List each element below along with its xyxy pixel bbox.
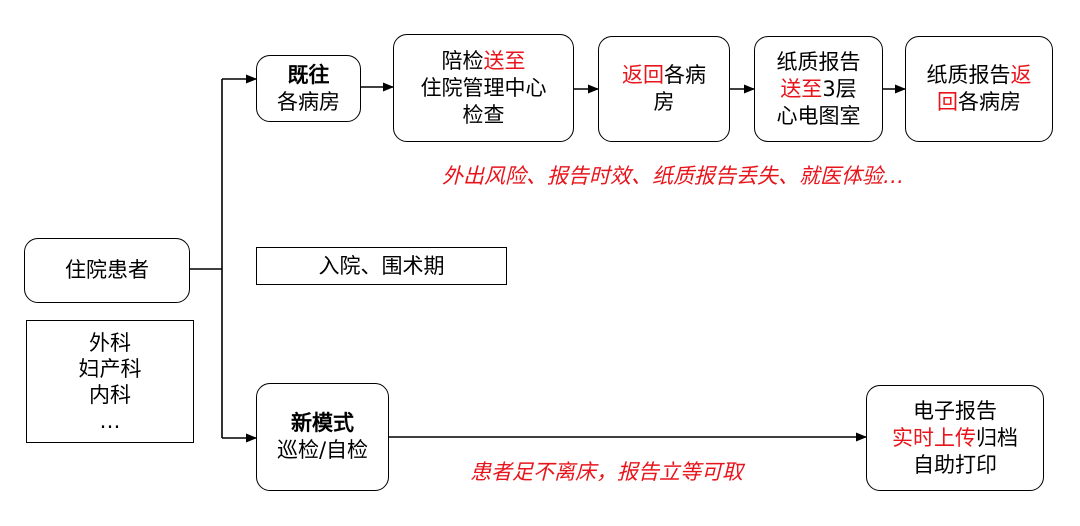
floor-text: 3层 xyxy=(822,76,857,101)
escort-exam-line1: 陪检送至 xyxy=(442,48,526,75)
paper-report-return-line2: 回各病房 xyxy=(937,89,1021,116)
paper-report-send-line3: 心电图室 xyxy=(776,103,861,128)
return-text: 返回 xyxy=(622,63,664,87)
electronic-report-line3: 自助打印 xyxy=(913,452,997,477)
return-ward-line1: 返回各病 xyxy=(622,62,706,89)
paper-report-send-line2: 送至3层 xyxy=(780,76,856,103)
electronic-report-line1: 电子报告 xyxy=(913,398,997,423)
return-ward-box: 返回各病 房 xyxy=(598,36,730,142)
return-ward-line2: 房 xyxy=(653,90,675,114)
escort-exam-box: 陪检送至 住院管理中心 检查 xyxy=(393,34,574,142)
old-mode-problems-note: 外出风险、报告时效、纸质报告丢失、就医体验… xyxy=(442,164,904,188)
paper-report-send-box: 纸质报告 送至3层 心电图室 xyxy=(754,36,883,142)
new-mode-box: 新模式 巡检/自检 xyxy=(256,383,389,491)
new-mode-benefit-note: 患者足不离床，报告立等可取 xyxy=(470,460,743,484)
paper-report-return-box: 纸质报告返 回各病房 xyxy=(905,36,1053,142)
inpatient-label: 住院患者 xyxy=(65,258,149,282)
departments-box: 外科 妇产科 内科 … xyxy=(26,320,194,443)
department-obstetrics: 妇产科 xyxy=(78,356,142,381)
electronic-report-line2: 实时上传归档 xyxy=(892,425,1018,452)
paper-report-send-line1: 纸质报告 xyxy=(776,49,861,74)
old-mode-box: 既往 各病房 xyxy=(256,55,361,122)
send-to-ecg-text: 送至 xyxy=(780,76,823,101)
old-mode-title: 既往 xyxy=(287,62,330,87)
escort-text: 陪检 xyxy=(441,48,484,73)
archive-text: 归档 xyxy=(976,425,1018,450)
send-to-text: 送至 xyxy=(483,48,526,73)
new-mode-subtitle: 巡检/自检 xyxy=(276,438,369,462)
department-surgery: 外科 xyxy=(89,330,131,355)
escort-exam-line2: 住院管理中心 xyxy=(420,75,547,100)
return-text-b: 回 xyxy=(937,90,958,114)
admission-period-box: 入院、围术期 xyxy=(256,247,507,285)
realtime-upload-text: 实时上传 xyxy=(892,425,976,450)
return-text-a: 返 xyxy=(1010,63,1032,87)
paper-report-return-line1: 纸质报告返 xyxy=(927,62,1032,89)
electronic-report-box: 电子报告 实时上传归档 自助打印 xyxy=(866,385,1044,491)
admission-period-label: 入院、围术期 xyxy=(318,253,445,278)
each-ward-text: 各病房 xyxy=(958,90,1021,114)
old-mode-subtitle: 各病房 xyxy=(277,89,340,114)
paper-report-text: 纸质报告 xyxy=(926,63,1011,87)
department-more: … xyxy=(99,408,121,433)
new-mode-title: 新模式 xyxy=(291,411,354,435)
ward-text: 各病 xyxy=(664,63,706,87)
department-internal: 内科 xyxy=(89,382,131,407)
escort-exam-line3: 检查 xyxy=(462,102,505,127)
inpatient-box: 住院患者 xyxy=(24,238,190,303)
